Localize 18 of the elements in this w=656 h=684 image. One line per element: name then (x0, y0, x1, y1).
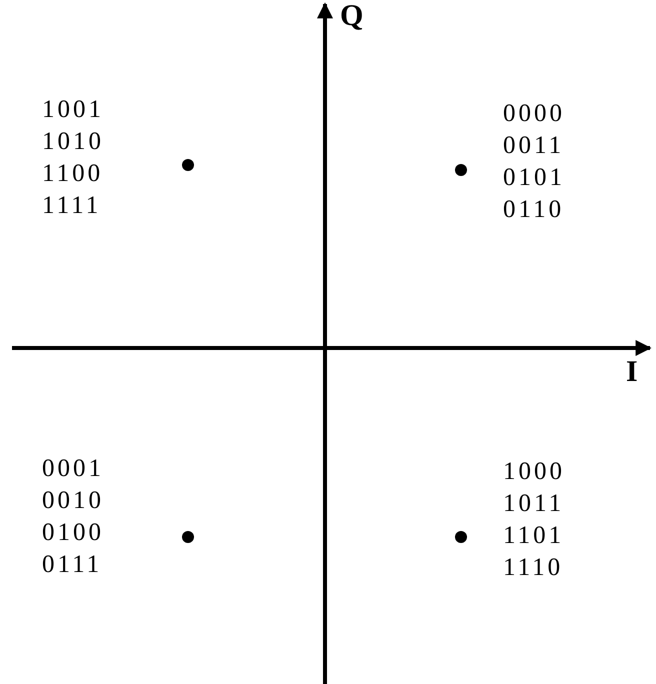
bit-pattern: 0111 (42, 551, 102, 579)
axis-label: I (626, 356, 638, 388)
bit-pattern: 0000 (503, 100, 565, 128)
bit-pattern: 1100 (42, 160, 104, 188)
bit-pattern: 0110 (503, 196, 564, 224)
bit-pattern: 0101 (503, 164, 565, 192)
bit-pattern: 0010 (42, 487, 104, 515)
bit-pattern: 1010 (42, 128, 104, 156)
bit-pattern: 1000 (503, 458, 565, 486)
bit-pattern: 0100 (42, 519, 104, 547)
bit-pattern: 0011 (503, 132, 564, 160)
bit-pattern: 1111 (42, 192, 102, 220)
axis-label: Q (340, 0, 364, 32)
bit-pattern: 1101 (503, 522, 564, 550)
bit-pattern: 0001 (42, 455, 104, 483)
bit-pattern: 1110 (503, 554, 564, 582)
bit-pattern: 1001 (42, 96, 104, 124)
bit-pattern: 1011 (503, 490, 564, 518)
